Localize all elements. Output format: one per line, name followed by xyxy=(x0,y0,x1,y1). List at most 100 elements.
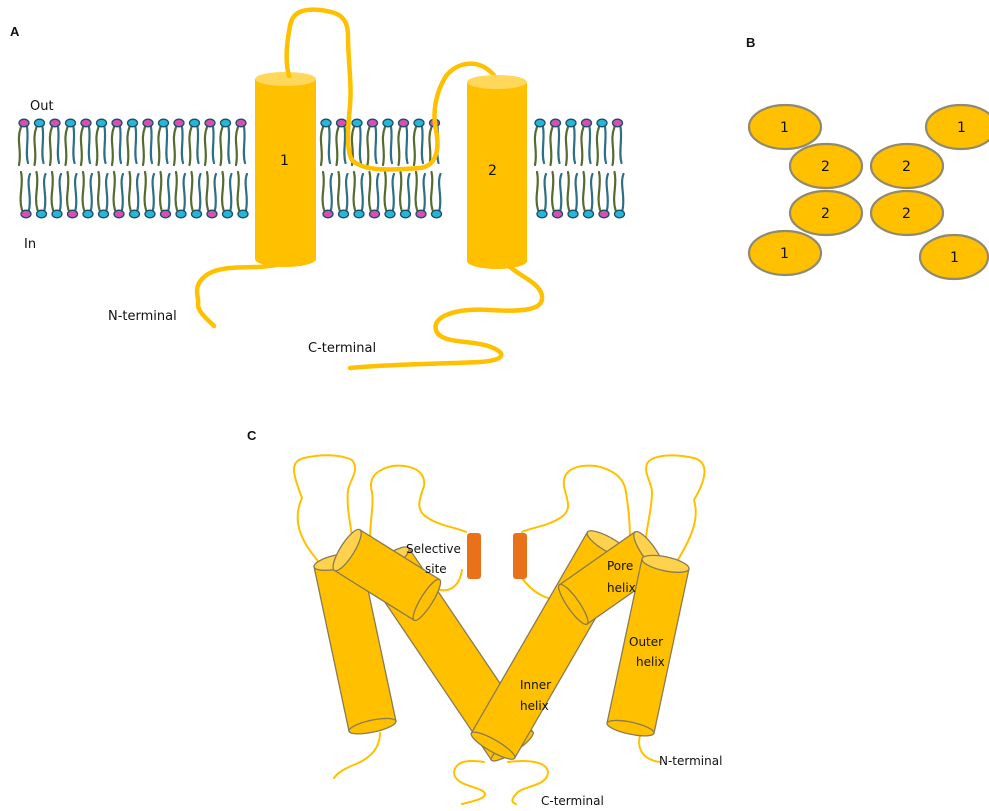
lipid-tail xyxy=(612,127,614,165)
lipid-tail xyxy=(560,174,561,210)
lipid-head xyxy=(99,210,109,218)
lipid-tail xyxy=(91,174,92,210)
lipid-head xyxy=(432,210,442,218)
pore-helix-label-2: helix xyxy=(607,581,636,595)
lipid-tail xyxy=(321,127,323,165)
lipid-head xyxy=(370,210,380,218)
lipid-tail xyxy=(143,127,145,165)
lipid-tail xyxy=(360,127,361,163)
lipid-tail xyxy=(385,172,386,210)
lipid-tail xyxy=(67,172,68,210)
lipid-tail xyxy=(89,127,90,163)
lipid-tail xyxy=(558,127,559,163)
subunit-ellipse: 2 xyxy=(790,144,862,188)
lipid-tail xyxy=(591,174,592,210)
lipid-tail xyxy=(439,174,440,210)
lipid-tail xyxy=(52,172,53,210)
lipid-tail xyxy=(422,127,423,163)
pore-helix-label-1: Pore xyxy=(607,559,633,573)
lipid-tail xyxy=(158,127,160,165)
lipid-tail xyxy=(127,127,129,165)
lipid-tail xyxy=(622,174,623,210)
lipid-tail xyxy=(151,127,152,163)
panel-b-label: B xyxy=(746,35,755,50)
selective-site-label-2: site xyxy=(425,562,447,576)
lipid-tail xyxy=(599,172,600,210)
lipid-tail xyxy=(60,174,61,210)
lipid-tail xyxy=(550,127,552,165)
selective-site-right xyxy=(513,533,527,579)
lipid-head xyxy=(66,119,76,127)
lipid-tail xyxy=(552,172,553,210)
lipid-head xyxy=(207,210,217,218)
lipid-head xyxy=(174,119,184,127)
panel-a-label: A xyxy=(10,24,20,39)
lipid-tail xyxy=(597,127,599,165)
lipid-head xyxy=(37,210,47,218)
c-terminal-label: C-terminal xyxy=(308,341,376,356)
lipid-head xyxy=(568,210,578,218)
subunit-ellipse: 2 xyxy=(871,191,943,235)
lipid-tail xyxy=(215,174,216,210)
lipid-tail xyxy=(120,127,121,163)
lipid-tail xyxy=(581,127,583,165)
lipid-tail xyxy=(589,127,590,163)
lipid-head xyxy=(582,119,592,127)
lipid-head xyxy=(584,210,594,218)
subunit-label: 2 xyxy=(821,206,830,222)
c-terminal-tail xyxy=(350,264,542,368)
lipid-tail xyxy=(566,127,568,165)
panel-c: C xyxy=(247,428,722,808)
lipid-head xyxy=(236,119,246,127)
subunit-ellipse: 1 xyxy=(920,235,988,279)
lipid-head xyxy=(537,210,547,218)
subunit-ellipse: 2 xyxy=(871,144,943,188)
lipid-tail xyxy=(160,172,161,210)
lipid-tail xyxy=(58,127,59,163)
lipid-tail xyxy=(83,172,84,210)
lipid-tail xyxy=(375,127,376,163)
subunit-label: 2 xyxy=(821,159,830,175)
lipid-tail xyxy=(400,172,401,210)
lipid-tail xyxy=(199,174,200,210)
lipid-head xyxy=(553,210,563,218)
panel-c-label: C xyxy=(247,428,257,443)
lipid-head xyxy=(21,210,31,218)
lipid-tail xyxy=(408,174,409,210)
n-terminal-label: N-terminal xyxy=(108,309,177,324)
lipid-tail xyxy=(362,174,363,210)
lipid-tail xyxy=(106,174,107,210)
subunit-label: 2 xyxy=(902,206,911,222)
lipid-head xyxy=(566,119,576,127)
lipid-head xyxy=(385,210,395,218)
lipid-tail xyxy=(207,172,208,210)
lipid-head xyxy=(35,119,45,127)
lipid-head xyxy=(128,119,138,127)
lipid-head xyxy=(114,210,124,218)
lipid-tail xyxy=(338,172,339,210)
selective-site-left xyxy=(467,533,481,579)
lipid-head xyxy=(613,119,623,127)
lipid-head xyxy=(238,210,248,218)
lipid-head xyxy=(401,210,411,218)
lipid-tail xyxy=(431,172,432,210)
lipid-tail xyxy=(535,127,537,165)
n-terminal-label-c: N-terminal xyxy=(659,754,722,768)
helix-1-label: 1 xyxy=(280,153,289,169)
lipid-tail xyxy=(230,174,231,210)
lipid-tail xyxy=(244,127,245,163)
lipid-head xyxy=(97,119,107,127)
lipid-tail xyxy=(98,172,99,210)
out-label: Out xyxy=(30,99,54,114)
helix-1: 1 xyxy=(255,72,316,267)
lipid-head xyxy=(414,119,424,127)
lipid-tail xyxy=(137,174,138,210)
lipid-head xyxy=(145,210,155,218)
lipid-tail xyxy=(129,172,130,210)
lipid-tail xyxy=(414,127,416,165)
lipid-tail xyxy=(537,172,538,210)
lipid-tail xyxy=(168,174,169,210)
lipid-tail xyxy=(191,172,192,210)
lipid-tail xyxy=(369,172,370,210)
lipid-tail xyxy=(205,127,207,165)
